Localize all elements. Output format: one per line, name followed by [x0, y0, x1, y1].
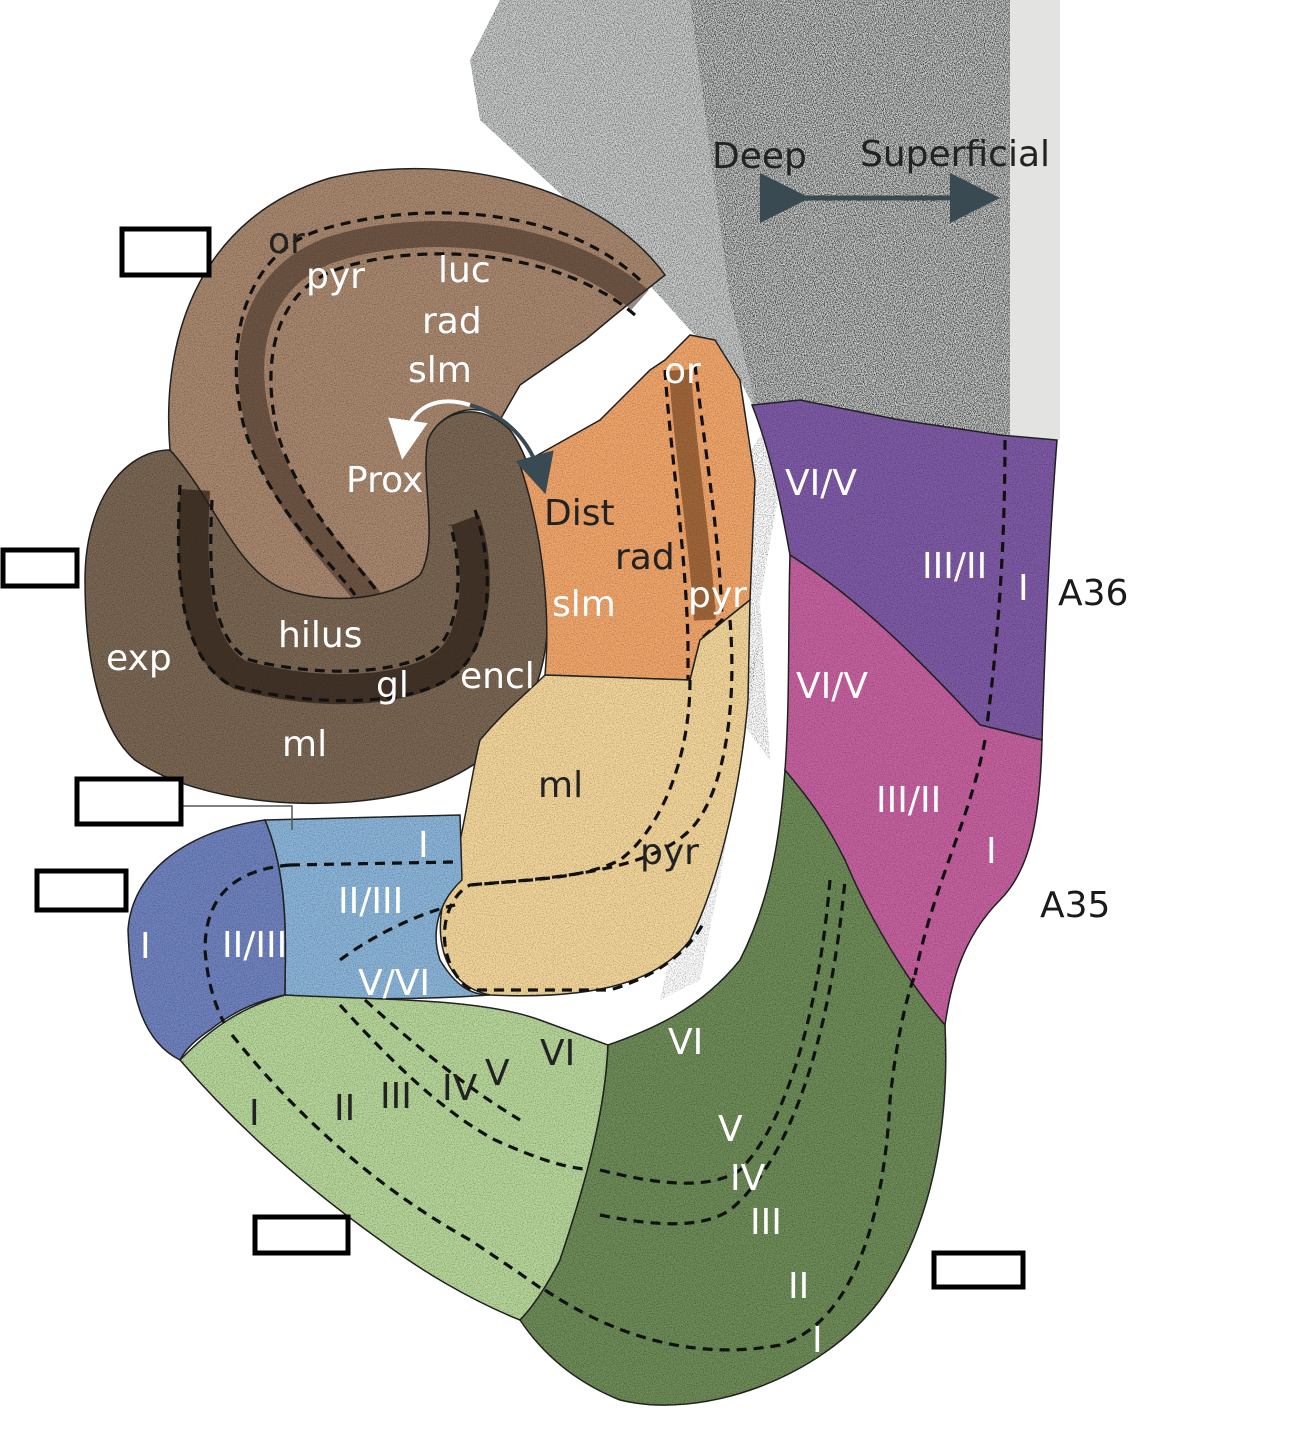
mec-i-label: I — [812, 1320, 823, 1361]
blank-box-parasub — [37, 871, 126, 910]
mec-ii-label: II — [788, 1266, 809, 1307]
lec-iii-label: III — [380, 1076, 412, 1117]
ca1-slm-label: slm — [552, 584, 616, 625]
lec-ii-label: II — [334, 1088, 355, 1129]
deep-label: Deep — [712, 136, 807, 177]
superficial-label: Superficial — [860, 134, 1050, 175]
sub-pyr-label: pyr — [640, 832, 699, 873]
blank-box-dg — [3, 550, 77, 586]
blank-box-mec — [934, 1253, 1023, 1287]
mec-vi-label: VI — [668, 1022, 703, 1063]
presub-v-vi-label: V/VI — [358, 963, 430, 1004]
blank-box-presub — [77, 779, 181, 824]
lec-iv-label: IV — [442, 1068, 478, 1109]
a35-iii-ii-label: III/II — [876, 780, 941, 821]
a36-iii-ii-label: III/II — [922, 546, 987, 587]
parasub-ii-iii-label: II/III — [222, 925, 287, 966]
ca3-pyr-label: pyr — [306, 256, 365, 297]
blank-box-lec — [255, 1217, 348, 1253]
presub-ii-iii-label: II/III — [338, 881, 403, 922]
dg-encl-label: encl — [460, 656, 535, 697]
presub-i-label: I — [418, 825, 429, 866]
dg-exp-label: exp — [106, 638, 172, 679]
a35-label: A35 — [1040, 885, 1110, 926]
mec-iv-label: IV — [730, 1158, 766, 1199]
ca3-rad-label: rad — [422, 301, 482, 342]
mec-v-label: V — [718, 1109, 743, 1150]
dg-ml-label: ml — [282, 724, 327, 765]
mec-iii-label: III — [750, 1202, 782, 1243]
ca3-luc-label: luc — [438, 250, 491, 291]
sub-ml-label: ml — [538, 765, 583, 806]
blank-box-ca3 — [122, 229, 209, 275]
ca1-or-label: or — [664, 351, 701, 392]
a35-vi-v-label: VI/V — [796, 666, 868, 707]
dg-hilus-label: hilus — [278, 615, 362, 656]
lec-vi-label: VI — [540, 1033, 575, 1074]
dg-gl-label: gl — [376, 665, 409, 706]
lec-i-label: I — [249, 1093, 260, 1134]
ca1-pyr-label: pyr — [688, 575, 747, 616]
prox-label: Prox — [346, 460, 423, 501]
a36-i-label: I — [1018, 568, 1029, 609]
a36-vi-v-label: VI/V — [785, 463, 857, 504]
ca3-or-label: or — [268, 221, 305, 262]
parasub-i-label: I — [140, 926, 151, 967]
lec-v-label: V — [485, 1053, 510, 1094]
a36-label: A36 — [1058, 573, 1128, 614]
a35-i-label: I — [986, 831, 997, 872]
dist-label: Dist — [544, 493, 615, 534]
ca1-rad-label: rad — [615, 537, 675, 578]
ca3-slm-label: slm — [408, 350, 472, 391]
